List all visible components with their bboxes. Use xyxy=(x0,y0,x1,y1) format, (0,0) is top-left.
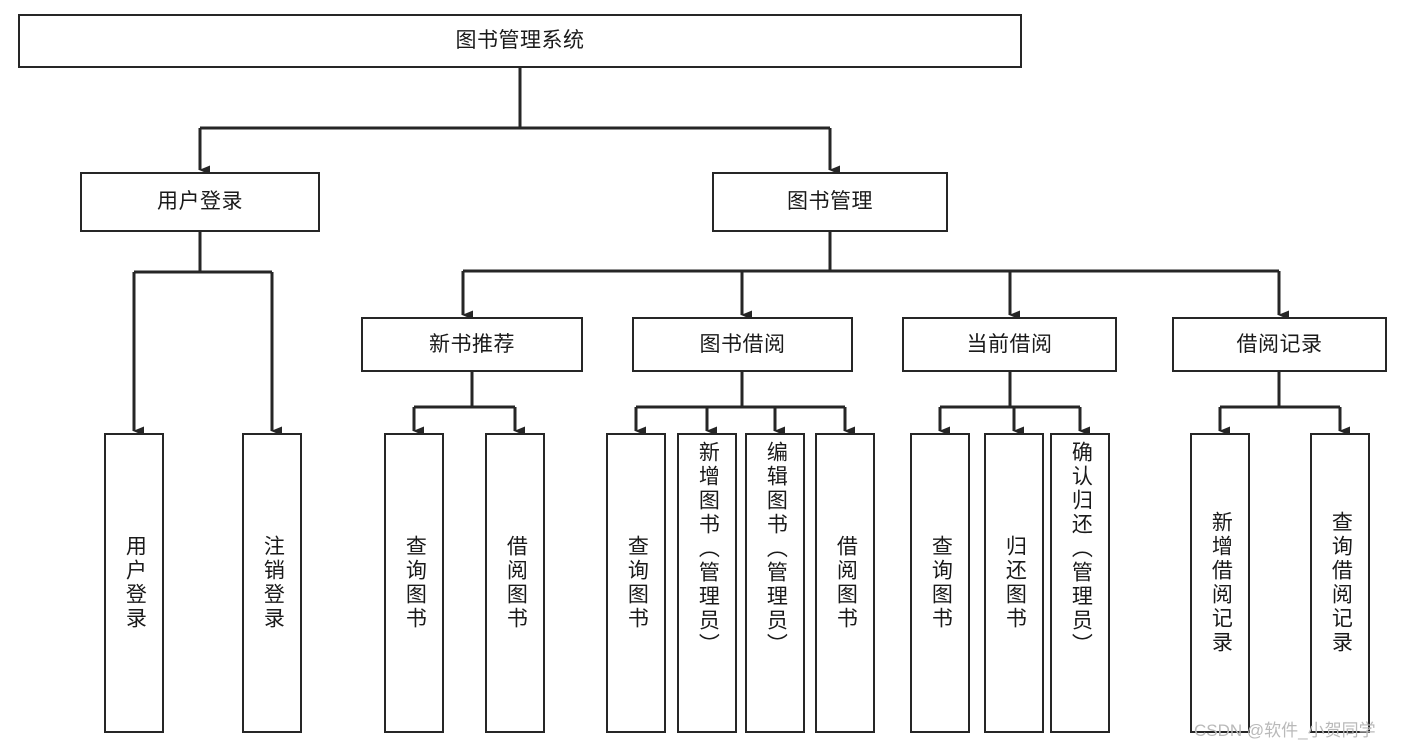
node-label: 图书管理系统 xyxy=(455,29,585,53)
leaf-query-book-borrow[interactable]: 查询图书 xyxy=(606,433,666,733)
node-new-book-recommend[interactable]: 新书推荐 xyxy=(361,317,583,372)
leaf-label: 查询图书 xyxy=(403,535,427,631)
node-label: 图书借阅 xyxy=(699,332,786,356)
leaf-label: 用户登录 xyxy=(123,535,147,631)
node-book-management[interactable]: 图书管理 xyxy=(712,172,948,232)
leaf-confirm-return-admin[interactable]: 确认归还（管理员） xyxy=(1050,433,1110,733)
leaf-add-book-admin[interactable]: 新增图书（管理员） xyxy=(677,433,737,733)
leaf-label: 借阅图书 xyxy=(834,535,858,631)
leaf-label: 查询借阅记录 xyxy=(1329,511,1353,655)
leaf-query-book-current[interactable]: 查询图书 xyxy=(910,433,970,733)
leaf-label: 查询图书 xyxy=(625,535,649,631)
node-borrow-records[interactable]: 借阅记录 xyxy=(1172,317,1387,372)
leaf-query-borrow-record[interactable]: 查询借阅记录 xyxy=(1310,433,1370,733)
node-root-system[interactable]: 图书管理系统 xyxy=(18,14,1022,68)
node-label: 当前借阅 xyxy=(966,332,1053,356)
leaf-logout-login[interactable]: 注销登录 xyxy=(242,433,302,733)
leaf-label: 新增借阅记录 xyxy=(1209,511,1233,655)
node-label: 新书推荐 xyxy=(429,332,515,356)
leaf-label: 查询图书 xyxy=(929,535,953,631)
leaf-label: 归还图书 xyxy=(1003,535,1027,631)
leaf-query-book-recommend[interactable]: 查询图书 xyxy=(384,433,444,733)
leaf-edit-book-admin[interactable]: 编辑图书（管理员） xyxy=(745,433,805,733)
leaf-borrow-book-recommend[interactable]: 借阅图书 xyxy=(485,433,545,733)
node-label: 图书管理 xyxy=(787,190,873,214)
leaf-label: 注销登录 xyxy=(261,535,285,631)
node-label: 借阅记录 xyxy=(1236,332,1323,356)
node-user-login[interactable]: 用户登录 xyxy=(80,172,320,232)
leaf-label: 编辑图书（管理员） xyxy=(764,441,788,657)
leaf-label: 借阅图书 xyxy=(504,535,528,631)
leaf-user-login[interactable]: 用户登录 xyxy=(104,433,164,733)
leaf-add-borrow-record[interactable]: 新增借阅记录 xyxy=(1190,433,1250,733)
node-book-borrow[interactable]: 图书借阅 xyxy=(632,317,853,372)
node-label: 用户登录 xyxy=(157,190,243,214)
csdn-watermark: CSDN @软件_小贺同学 xyxy=(1194,721,1376,740)
leaf-label: 新增图书（管理员） xyxy=(696,441,720,657)
leaf-return-book[interactable]: 归还图书 xyxy=(984,433,1044,733)
leaf-label: 确认归还（管理员） xyxy=(1069,441,1093,657)
leaf-borrow-book[interactable]: 借阅图书 xyxy=(815,433,875,733)
node-current-borrow[interactable]: 当前借阅 xyxy=(902,317,1117,372)
